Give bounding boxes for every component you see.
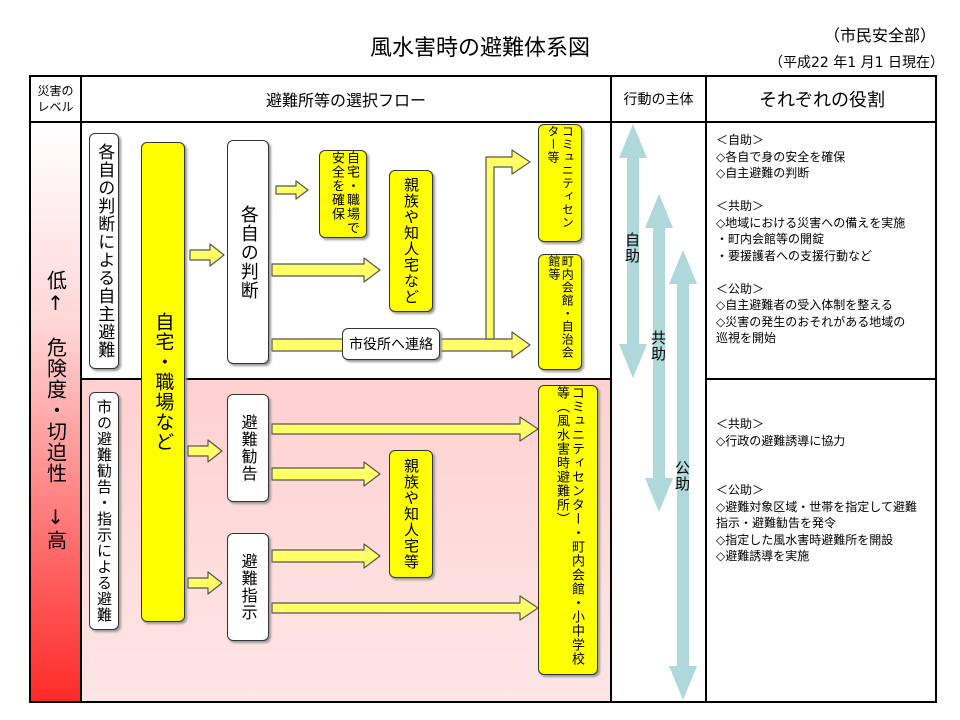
role-line: ＜共助＞ [716,417,765,431]
section-divider-role [707,378,937,380]
level-gradient [31,123,80,701]
evacuation-advisory-box: 避難勧告 [227,394,269,502]
col-divider-2 [610,75,612,703]
danger-level-label: 低↑ 危険度・切迫性 ↓高 [43,269,68,551]
arrow-to-community-center [485,149,531,340]
role-line: ＜共助＞ [716,199,765,213]
roles-lower: ＜共助＞ ◇行政の避難誘導に協力 ＜公助＞ ◇避難対象区域・世帯を指定して避難指示・… [716,416,934,565]
department-label: （市民安全部） [823,26,936,45]
role-line: ◇避難対象区域・世帯を指定して避難 [716,499,917,514]
col-divider-1 [80,75,82,703]
role-line: ＜公助＞ [716,281,765,296]
role-line [716,264,934,281]
role-line: ◇自主避難の判断 [716,166,810,180]
arrow-order-to-relatives [271,543,381,569]
role-line: ◇避難誘導を実施 [716,549,810,563]
arrow-order-to-shelters [271,595,539,621]
actor-label-public: 公助 [673,460,691,492]
relatives-lower-box: 親族や知人宅等 [389,450,433,578]
category-official: 市の避難勧告・指示による避難 [89,392,119,630]
role-line: ◇地域における災害への備えを実施 [716,215,906,230]
role-line: ◇自主避難者の受入体制を整える [716,298,893,312]
role-line: ◇行政の避難誘導に協力 [716,433,846,448]
actor-arrow-mutual [645,194,673,512]
role-line [716,182,934,199]
roles-upper: ＜自助＞ ◇各自で身の安全を確保 ◇自主避難の判断 ＜共助＞ ◇地域における災害への備… [716,132,934,347]
arrow-origin-to-judgment [189,243,225,267]
community-center-box: コミュニティセンター等 [538,124,582,242]
role-line [716,449,934,466]
role-line: ・町内会館等の開錠 [716,232,825,246]
role-line: ＜公助＞ [716,483,765,497]
actor-label-mutual: 共助 [649,330,667,362]
origin-home-work: 自宅・職場など [141,142,185,622]
section-divider-flow [82,378,610,380]
evacuation-order-box: 避難指示 [227,533,269,641]
actor-arrow-self [619,124,647,378]
role-line: ◇各自で身の安全を確保 [716,149,846,164]
arrow-origin-to-advisory [187,439,223,463]
role-line: ◇災害の発生のおそれがある地域の [716,314,906,329]
actor-arrow-public [669,250,697,700]
header-level: 災害の レベル [37,84,74,114]
judgment-box: 各自の判断 [227,140,269,364]
role-line: ◇指定した風水害時避難所を開設 [716,532,894,547]
header-flow: 避難所等の選択フロー [265,91,426,110]
arrow-advisory-to-relatives [271,461,381,487]
arrow-judgment-to-relatives [271,257,381,283]
role-line: 指示・避難勧告を発令 [716,516,837,530]
col-divider-3 [705,75,707,703]
arrow-judgment-to-safety [275,180,309,200]
role-line [716,466,934,483]
town-hall-box: 町内会館・自治会館等 [538,254,582,370]
arrow-origin-to-order [187,571,223,595]
header-divider [29,121,937,123]
role-line: 巡視を開始 [716,331,777,345]
designated-shelters-box: コミュニティセンター・町内会館・小中学校等（風水害時避難所） [538,385,598,675]
header-role: それぞれの役割 [759,90,885,111]
header-actor: 行動の主体 [623,92,694,108]
city-hall-contact-box: 市役所へ連絡 [342,328,440,360]
relatives-upper-box: 親族や知人宅など [389,170,433,312]
role-line: ＜自助＞ [716,133,765,147]
date-label: （平成22 年1 月1 日現在） [769,55,944,71]
diagram-title: 風水害時の避難体系図 [369,36,590,61]
role-line: ・要援護者への支援行動など [716,248,873,263]
table-frame [29,75,937,703]
safety-at-home-box: 自宅・職場で安全を確保 [319,150,367,238]
category-voluntary: 各自の判断による自主避難 [89,133,119,369]
arrow-advisory-to-shelters [271,416,539,442]
actor-label-self: 自助 [623,232,641,264]
